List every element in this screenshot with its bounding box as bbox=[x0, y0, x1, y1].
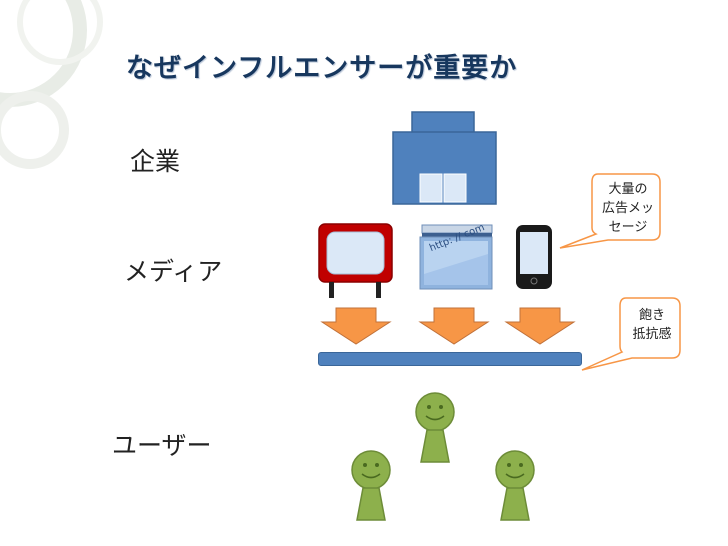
callout-fatigue bbox=[581, 297, 681, 371]
tv-icon bbox=[318, 223, 393, 298]
callout-fatigue-text: 飽き 抵抗感 bbox=[632, 308, 672, 342]
label-company: 企業 bbox=[130, 147, 181, 176]
person-icon bbox=[351, 450, 391, 521]
person-icon bbox=[495, 450, 535, 521]
callout-ads bbox=[559, 173, 661, 249]
down-arrow-1 bbox=[320, 307, 392, 345]
label-users: ユーザー bbox=[112, 431, 212, 460]
laptop-icon bbox=[419, 224, 493, 290]
down-arrow-3 bbox=[504, 307, 576, 345]
slide-title: なぜインフルエンサーが重要か bbox=[126, 53, 518, 84]
down-arrow-2 bbox=[418, 307, 490, 345]
barrier-bar bbox=[318, 352, 582, 366]
person-icon bbox=[415, 392, 455, 463]
smartphone-icon bbox=[516, 225, 552, 289]
label-media: メディア bbox=[124, 257, 223, 286]
corner-decoration bbox=[0, 0, 103, 169]
building-icon bbox=[392, 111, 497, 205]
callout-ads-text: 大量の 広告メッ セージ bbox=[601, 182, 654, 235]
